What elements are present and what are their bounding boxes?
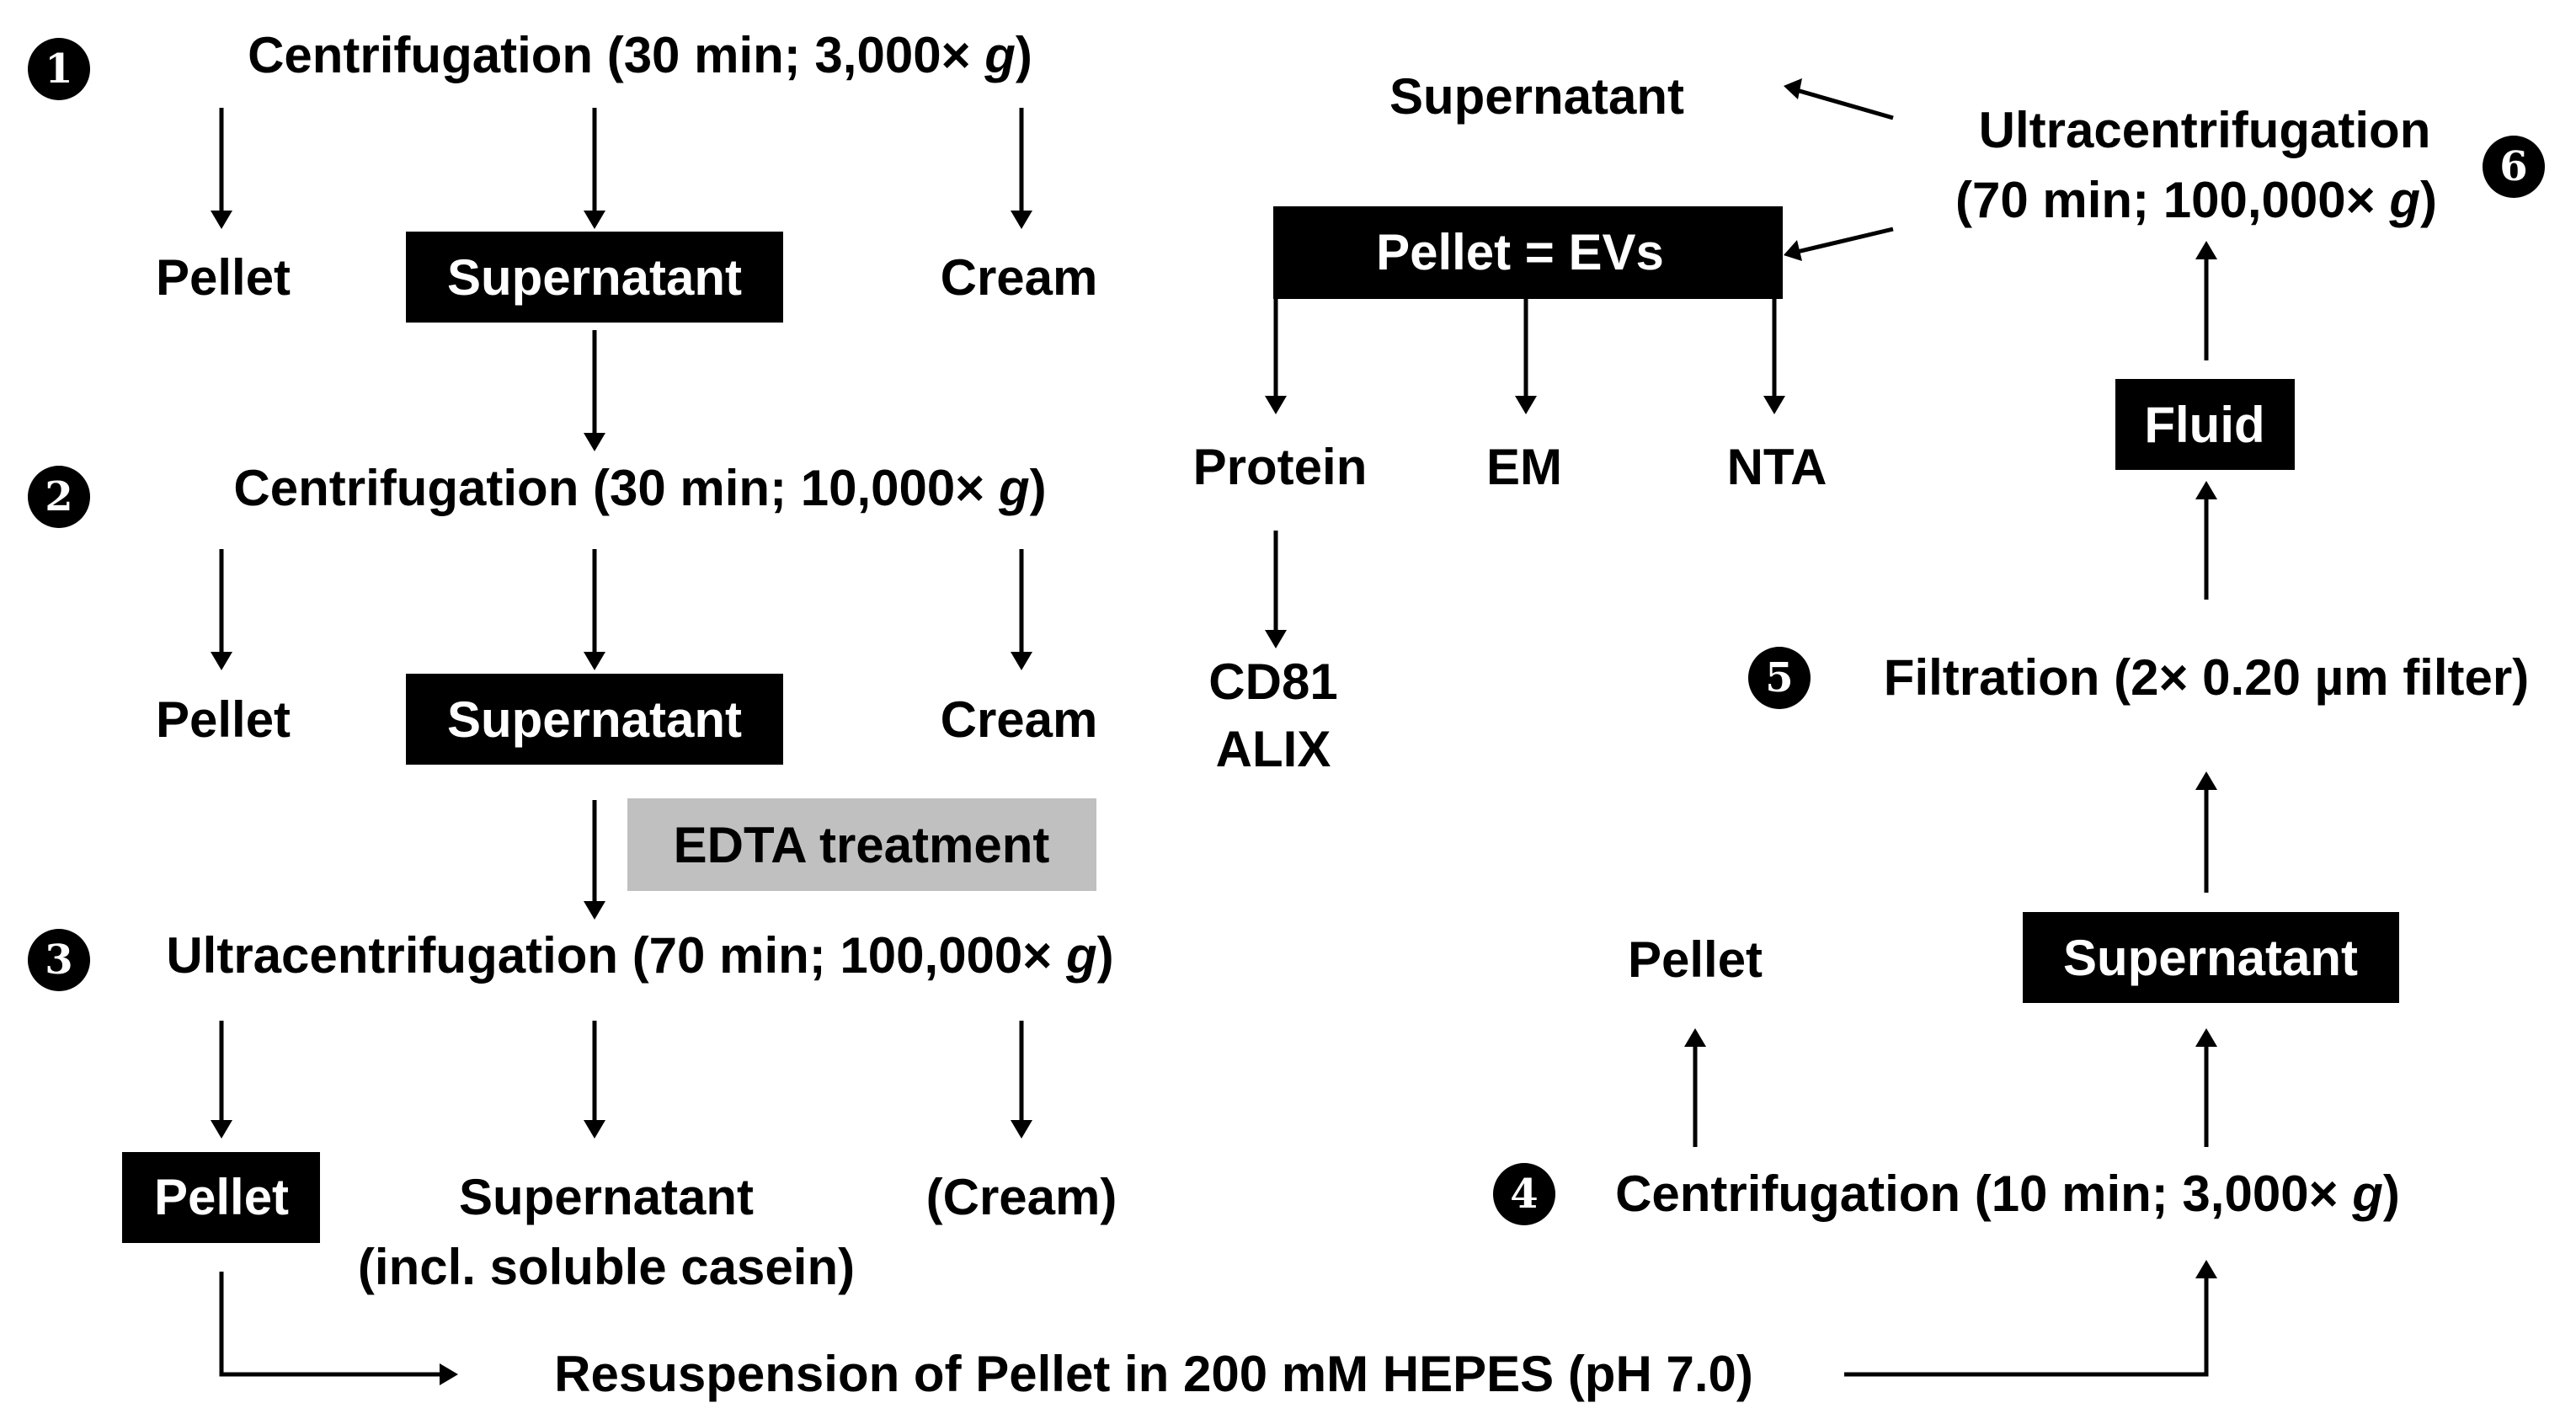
row1-pellet: Pellet [155,249,291,306]
row3-supernatant-line2: (incl. soluble casein) [357,1239,856,1295]
fluid: Fluid [2144,397,2265,453]
row1-supernatant: Supernatant [446,249,743,306]
row2-supernatant: Supernatant [446,691,743,748]
marker-cd81: CD81 [1208,653,1338,710]
step-3-label: Ultracentrifugation (70 min; 100,000× g) [166,927,1114,984]
step-5-badge: 5 [1748,647,1811,709]
step-5-label: Filtration (2× 0.20 µm filter) [1883,649,2530,706]
row3-pellet: Pellet [153,1169,290,1225]
arrow-s6-supernatant [1793,87,1894,120]
marker-alix: ALIX [1215,721,1331,777]
step-6-badge: 6 [2483,136,2545,198]
analysis-nta: NTA [1726,439,1827,495]
arrow-resuspension-to-s4 [1844,1272,2209,1377]
step-2-label: Centrifugation (30 min; 10,000× g) [233,460,1047,516]
row2-pellet: Pellet [155,691,291,748]
row3-cream: (Cream) [925,1169,1117,1225]
step-1-label: Centrifugation (30 min; 3,000× g) [248,27,1032,83]
step4-pellet: Pellet [1627,931,1763,988]
step-6-label-line2: (70 min; 100,000× g) [1955,172,2437,228]
step4-supernatant: Supernatant [2062,930,2359,986]
row2-supernatant-box [406,674,783,765]
pellet-evs: Pellet = EVs [1376,224,1664,280]
row2-cream: Cream [940,691,1098,748]
row3-pellet-box [122,1152,320,1243]
fluid-box [2115,379,2295,470]
step-6-label-line1: Ultracentrifugation [1978,102,2431,158]
analysis-em: EM [1486,439,1562,495]
step-4-badge: 4 [1493,1163,1555,1225]
step4-supernatant-box [2023,912,2399,1003]
analysis-protein: Protein [1192,439,1368,495]
arrow-s6-pellet [1793,227,1894,255]
step-1-badge: 1 [28,38,90,100]
step6-supernatant: Supernatant [1389,68,1685,125]
arrow-pellet-to-resuspension [219,1272,446,1377]
step-3-badge: 3 [28,929,90,991]
resuspension-label: Resuspension of Pellet in 200 mM HEPES (… [554,1346,1753,1402]
step-2-badge: 2 [28,466,90,528]
edta-treatment-box [627,798,1096,891]
edta-treatment: EDTA treatment [673,817,1050,873]
row3-supernatant-line1: Supernatant [458,1169,755,1225]
row1-supernatant-box [406,232,783,323]
pellet-evs-box [1273,206,1783,299]
step-4-label: Centrifugation (10 min; 3,000× g) [1615,1166,2400,1222]
row1-cream: Cream [940,249,1098,306]
